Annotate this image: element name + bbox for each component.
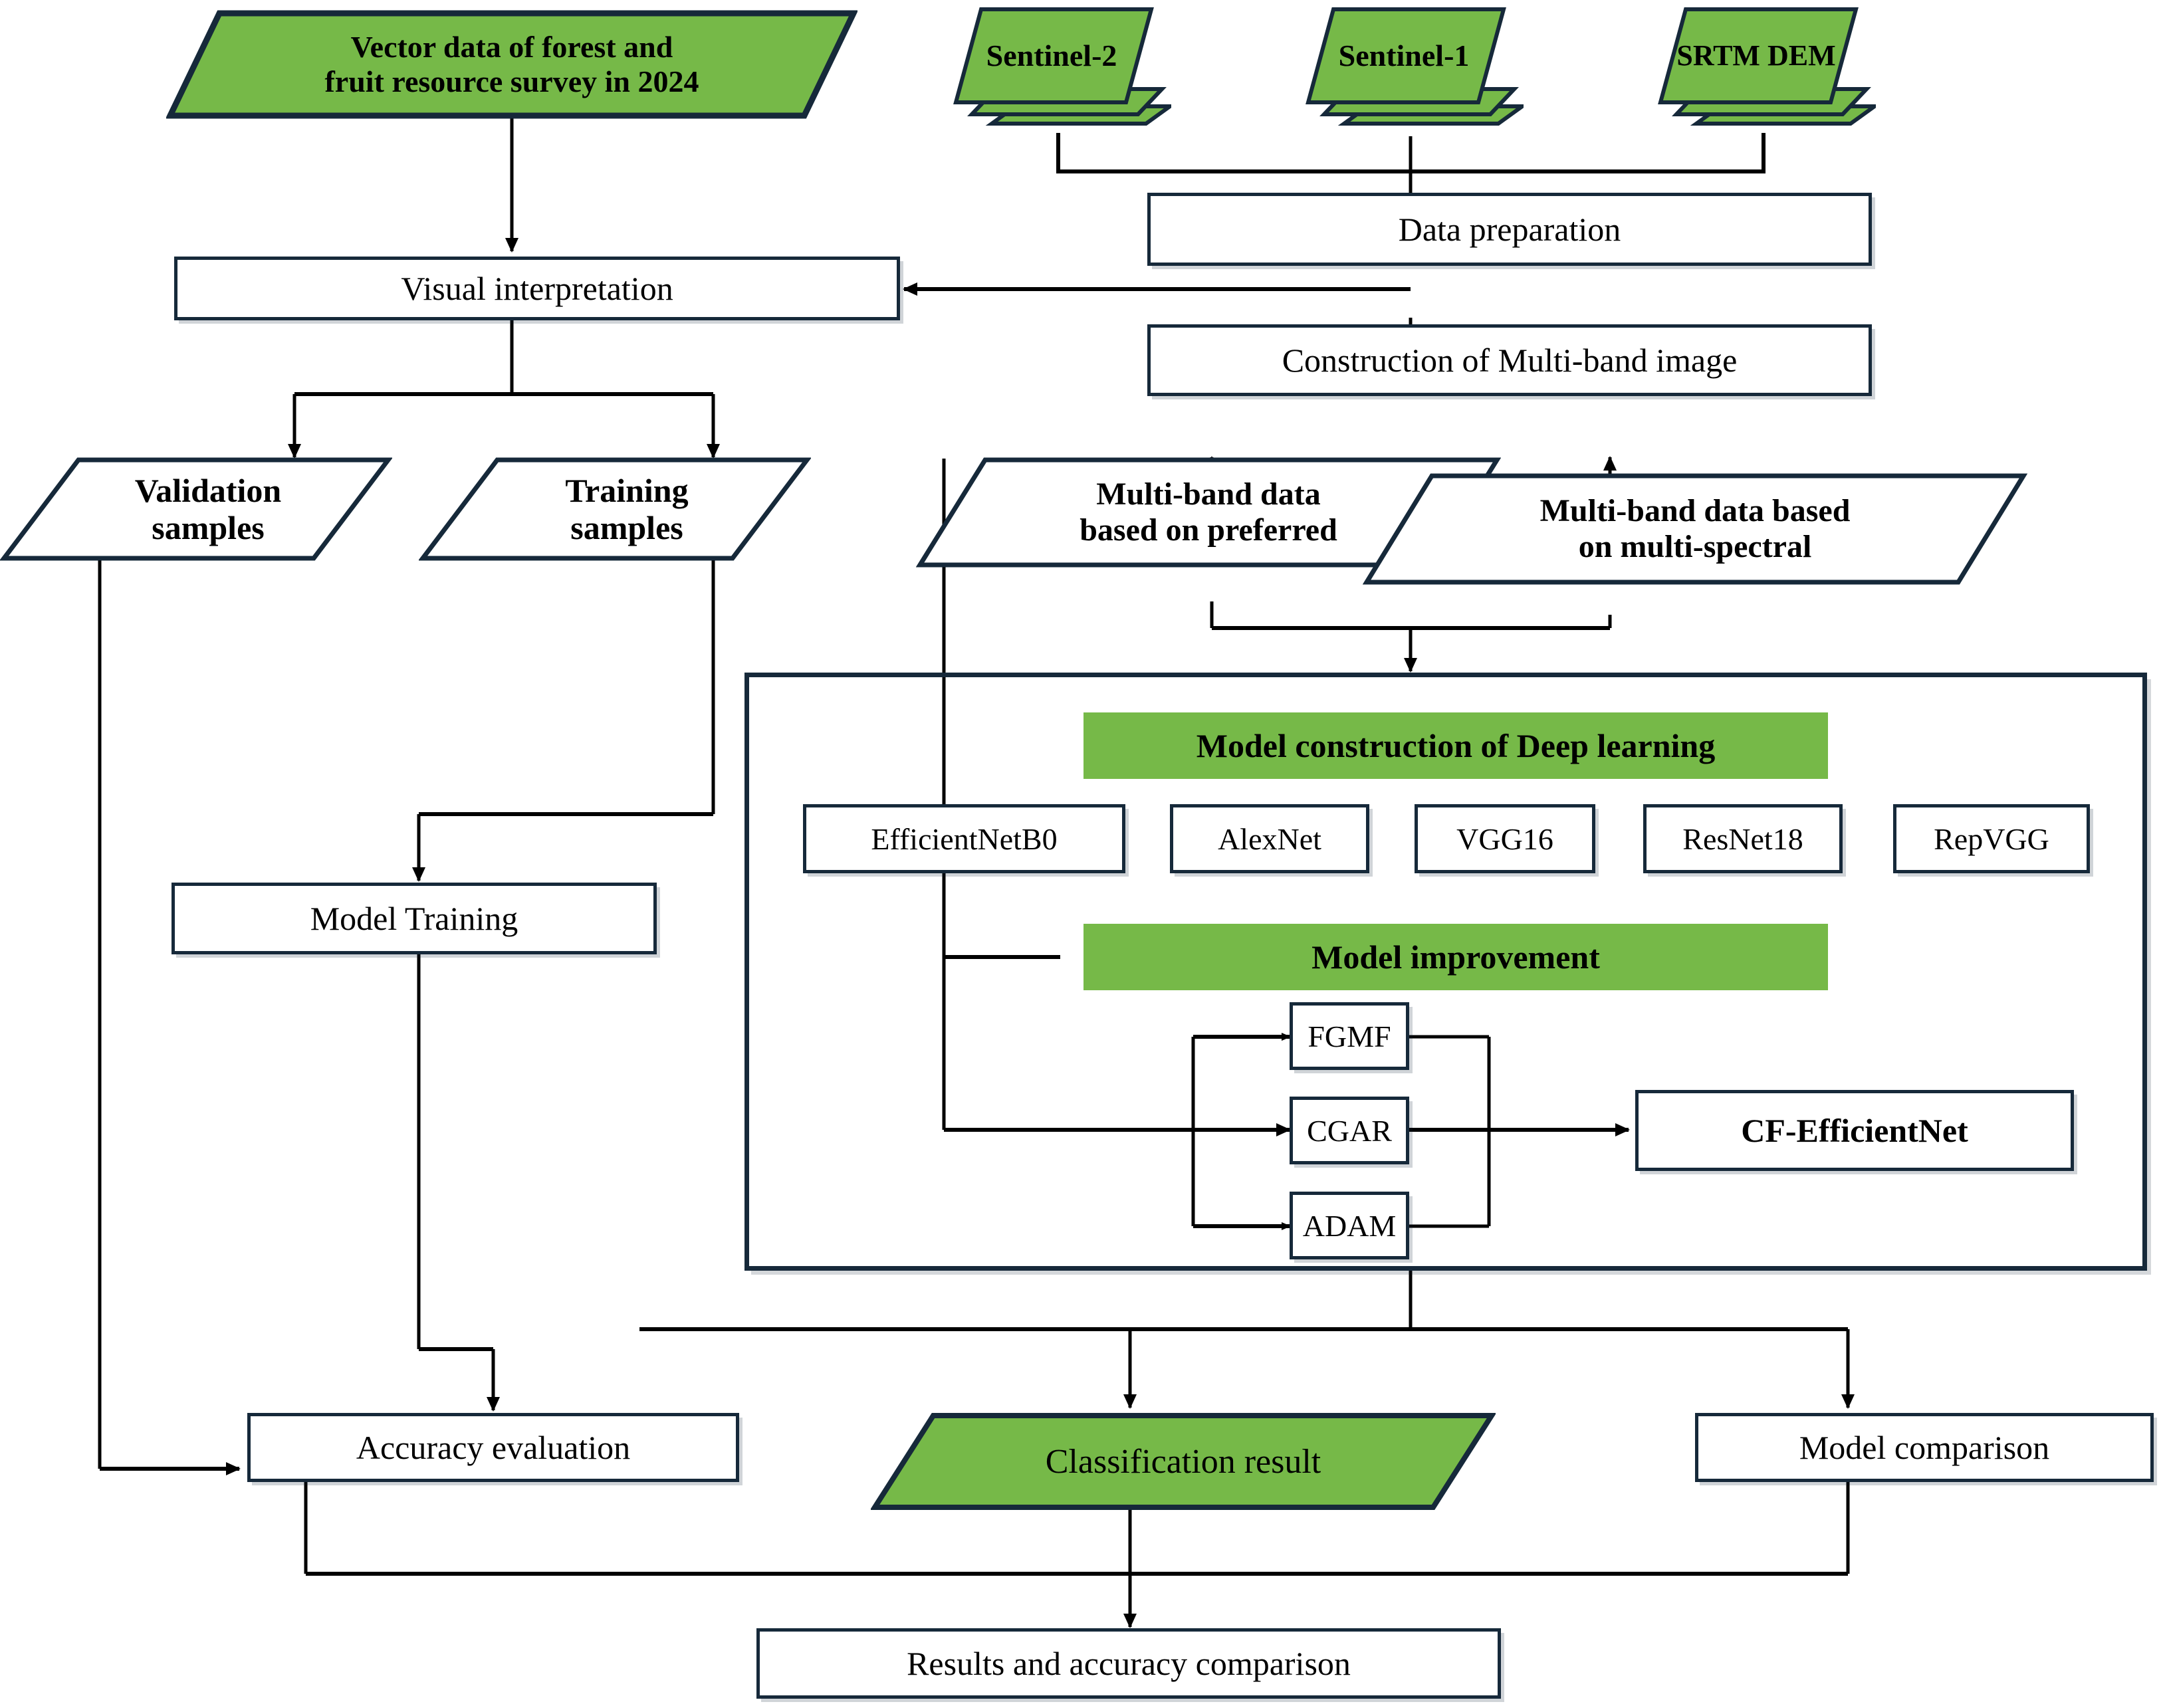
model-construction-label: Model construction of Deep learning xyxy=(1196,727,1716,764)
srtm-dem-label: SRTM DEM xyxy=(1676,39,1836,72)
header-model-construction: Model construction of Deep learning xyxy=(1083,712,1828,779)
classification-result-label: Classification result xyxy=(1045,1442,1321,1481)
node-data-preparation[interactable]: Data preparation xyxy=(1147,193,1872,266)
header-model-improvement: Model improvement xyxy=(1083,924,1828,990)
model-label-3: ResNet18 xyxy=(1682,821,1803,856)
node-classification-result[interactable]: Classification result xyxy=(871,1412,1496,1511)
model-training-label: Model Training xyxy=(310,900,518,937)
vector-data-line2: fruit resource survey in 2024 xyxy=(324,64,699,98)
multiband-preferred-line1: Multi-band data xyxy=(1096,477,1321,512)
model-comparison-label: Model comparison xyxy=(1799,1429,2050,1466)
node-sentinel1[interactable]: Sentinel-1 xyxy=(1304,5,1524,136)
accuracy-evaluation-label: Accuracy evaluation xyxy=(356,1429,631,1466)
data-preparation-label: Data preparation xyxy=(1398,211,1621,248)
model-box-alexnet[interactable]: AlexNet xyxy=(1170,804,1369,873)
node-results-accuracy-comparison[interactable]: Results and accuracy comparison xyxy=(756,1628,1501,1699)
visual-interpretation-label: Visual interpretation xyxy=(401,270,673,307)
multiband-image-label: Construction of Multi-band image xyxy=(1282,342,1738,379)
improvement-box-adam[interactable]: ADAM xyxy=(1290,1192,1409,1259)
model-improvement-label: Model improvement xyxy=(1311,938,1600,976)
training-samples-line2: samples xyxy=(570,509,683,546)
node-accuracy-evaluation[interactable]: Accuracy evaluation xyxy=(247,1413,739,1482)
model-box-vgg16[interactable]: VGG16 xyxy=(1415,804,1595,873)
node-visual-interpretation[interactable]: Visual interpretation xyxy=(174,257,900,320)
vector-data-line1: Vector data of forest and xyxy=(350,30,673,64)
multiband-preferred-line2: based on preferred xyxy=(1080,512,1337,548)
multiband-multispectral-line1: Multi-band data based xyxy=(1539,493,1851,529)
multiband-multispectral-line2: on multi-spectral xyxy=(1578,529,1812,564)
improvement-box-fgmf[interactable]: FGMF xyxy=(1290,1002,1409,1070)
node-srtm-dem[interactable]: SRTM DEM xyxy=(1656,5,1876,136)
improvement-label-0: FGMF xyxy=(1308,1019,1391,1053)
model-label-4: RepVGG xyxy=(1934,821,2049,856)
model-section-container xyxy=(744,673,2147,1271)
node-multiband-image[interactable]: Construction of Multi-band image xyxy=(1147,324,1872,396)
node-training-samples[interactable]: Training samples xyxy=(419,456,811,562)
node-cf-efficientnet[interactable]: CF-EfficientNet xyxy=(1635,1090,2074,1171)
node-multiband-preferred[interactable]: Multi-band data based on preferred xyxy=(916,456,1501,569)
node-sentinel2[interactable]: Sentinel-2 xyxy=(952,5,1171,136)
node-multiband-multispectral[interactable]: Multi-band data based on multi-spectral xyxy=(1363,472,2027,586)
node-vector-data[interactable]: Vector data of forest and fruit resource… xyxy=(166,9,857,120)
improvement-box-cgar[interactable]: CGAR xyxy=(1290,1097,1409,1164)
model-label-2: VGG16 xyxy=(1456,821,1553,856)
improvement-label-2: ADAM xyxy=(1302,1208,1397,1243)
model-box-repvgg[interactable]: RepVGG xyxy=(1893,804,2090,873)
sentinel2-label: Sentinel-2 xyxy=(986,38,1117,72)
cf-efficientnet-label: CF-EfficientNet xyxy=(1741,1112,1968,1149)
model-box-efficientnetb0[interactable]: EfficientNetB0 xyxy=(803,804,1125,873)
node-model-training[interactable]: Model Training xyxy=(171,883,657,954)
model-box-resnet18[interactable]: ResNet18 xyxy=(1643,804,1843,873)
model-label-1: AlexNet xyxy=(1218,821,1321,856)
validation-samples-line2: samples xyxy=(152,509,265,546)
node-validation-samples[interactable]: Validation samples xyxy=(0,456,392,562)
results-accuracy-label: Results and accuracy comparison xyxy=(907,1645,1351,1682)
improvement-label-1: CGAR xyxy=(1307,1113,1392,1148)
training-samples-line1: Training xyxy=(565,472,689,509)
node-model-comparison[interactable]: Model comparison xyxy=(1695,1413,2154,1482)
model-label-0: EfficientNetB0 xyxy=(871,821,1058,856)
sentinel1-label: Sentinel-1 xyxy=(1338,38,1470,72)
validation-samples-line1: Validation xyxy=(134,472,282,509)
